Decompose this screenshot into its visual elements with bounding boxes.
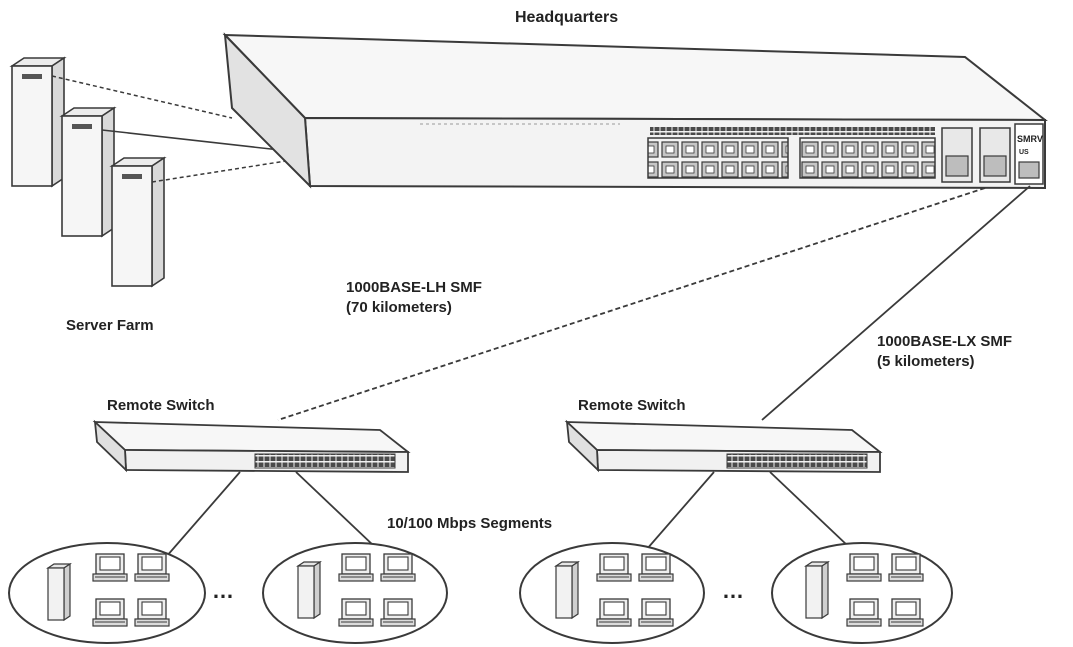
link-1000base-lh	[277, 187, 986, 421]
server-farm	[11, 57, 165, 287]
led-row	[650, 127, 935, 135]
server-tower-2	[61, 107, 115, 237]
segment-2	[262, 542, 448, 644]
link-1000base-lx	[761, 185, 1031, 421]
headquarters-label: Headquarters	[515, 9, 618, 26]
link-lh-distance: (70 kilometers)	[346, 299, 452, 316]
link-lx-distance: (5 kilometers)	[877, 353, 975, 370]
segment-3	[519, 542, 705, 644]
remote-switch-right-label: Remote Switch	[578, 397, 686, 414]
headquarters-switch: SMRV US	[222, 32, 1048, 190]
segment-4	[771, 542, 953, 644]
fiber-links	[277, 185, 1031, 421]
segment-ellipsis-left: …	[212, 578, 234, 603]
server-links	[51, 75, 306, 183]
port-block-1	[647, 137, 789, 179]
segments-label: 10/100 Mbps Segments	[387, 515, 552, 532]
server-tower-1	[11, 57, 65, 187]
remote-switch-right	[564, 419, 883, 473]
switch-badge-model: US	[1019, 149, 1029, 156]
link-lh-label: 1000BASE-LH SMF	[346, 279, 482, 296]
remote-switch-left-label: Remote Switch	[107, 397, 215, 414]
switch-badge-brand: SMRV	[1017, 134, 1043, 144]
segment-1	[8, 542, 206, 644]
port-block-2	[799, 137, 936, 179]
server-farm-label: Server Farm	[66, 317, 154, 334]
segment-ellipsis-right: …	[722, 578, 744, 603]
segment-links	[165, 471, 849, 558]
remote-switch-left	[92, 419, 411, 473]
server-tower-3	[111, 157, 165, 287]
link-lx-label: 1000BASE-LX SMF	[877, 333, 1012, 350]
